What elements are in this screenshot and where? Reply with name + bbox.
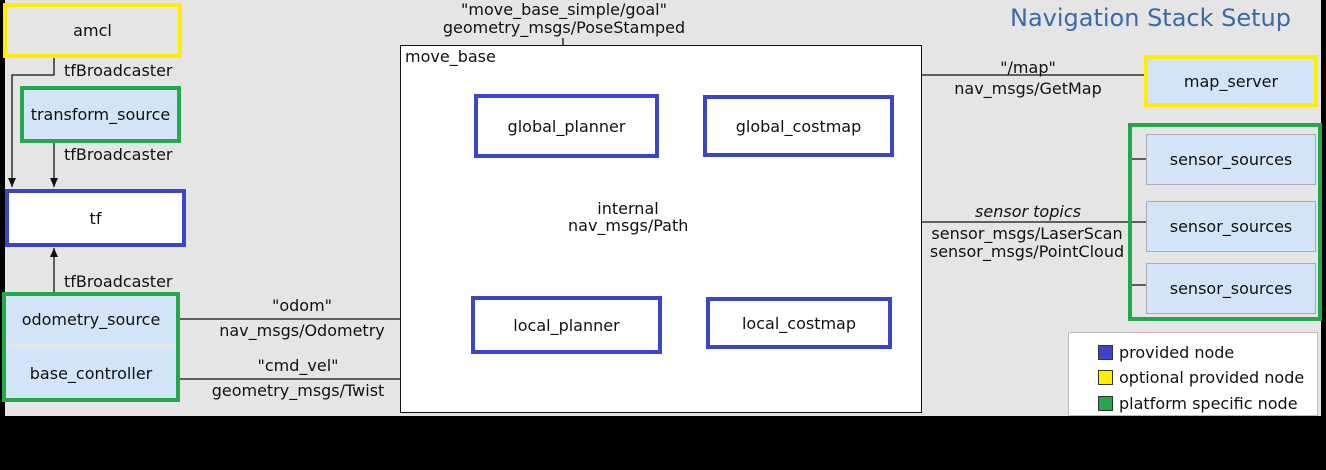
tf-broadcaster-label-odometry: tfBroadcaster: [64, 272, 173, 291]
legend-label-platform: platform specific node: [1119, 394, 1298, 413]
tf-node: tf: [5, 189, 186, 247]
odom-type-label: nav_msgs/Odometry: [219, 321, 385, 340]
local-costmap-node: local_costmap: [706, 297, 892, 349]
global-costmap-node: global_costmap: [703, 95, 894, 157]
cmd-vel-topic-label: "cmd_vel": [257, 356, 339, 375]
map-topic-label: "/map": [1000, 58, 1056, 77]
local-planner-node: local_planner: [471, 296, 662, 354]
global-planner-node: global_planner: [474, 94, 659, 158]
goal-type-label: geometry_msgs/PoseStamped: [442, 18, 686, 37]
legend-item-provided: provided node: [1098, 343, 1234, 362]
map-type-label: nav_msgs/GetMap: [954, 79, 1102, 98]
path-label-line1: internal: [597, 199, 659, 218]
base-controller-node: base_controller: [6, 348, 176, 398]
cmd-vel-type-label: geometry_msgs/Twist: [211, 381, 385, 400]
sensor-type-pointcloud: sensor_msgs/PointCloud: [929, 242, 1125, 261]
sensor-group: [1128, 123, 1322, 321]
legend-label-optional: optional provided node: [1119, 368, 1305, 387]
legend-swatch-optional: [1098, 370, 1113, 385]
legend-label-provided: provided node: [1119, 343, 1235, 362]
sensor-topics-label: sensor topics: [975, 202, 1081, 221]
sensor-type-laserscan: sensor_msgs/LaserScan: [931, 224, 1123, 243]
tf-broadcaster-label-amcl: tfBroadcaster: [64, 61, 173, 80]
odometry-source-node: odometry_source: [6, 296, 176, 343]
sensor-sources-node-2: sensor_sources: [1146, 201, 1316, 252]
tf-broadcaster-label-transform: tfBroadcaster: [64, 145, 173, 164]
map-server-node: map_server: [1144, 55, 1318, 107]
legend-swatch-provided: [1098, 345, 1113, 360]
path-label-line2: nav_msgs/Path: [568, 216, 689, 235]
sensor-sources-node-3: sensor_sources: [1146, 263, 1316, 314]
sensor-sources-node-1: sensor_sources: [1146, 134, 1316, 185]
transform-source-node: transform_source: [20, 86, 181, 143]
odom-topic-label: "odom": [271, 296, 333, 315]
diagram-title: Navigation Stack Setup: [1010, 4, 1292, 32]
goal-topic-label: "move_base_simple/goal": [461, 0, 667, 19]
amcl-node: amcl: [3, 3, 182, 58]
legend-swatch-platform: [1098, 396, 1113, 411]
legend-item-platform: platform specific node: [1098, 394, 1298, 413]
move-base-label: move_base: [405, 47, 496, 66]
legend-item-optional: optional provided node: [1098, 368, 1304, 387]
